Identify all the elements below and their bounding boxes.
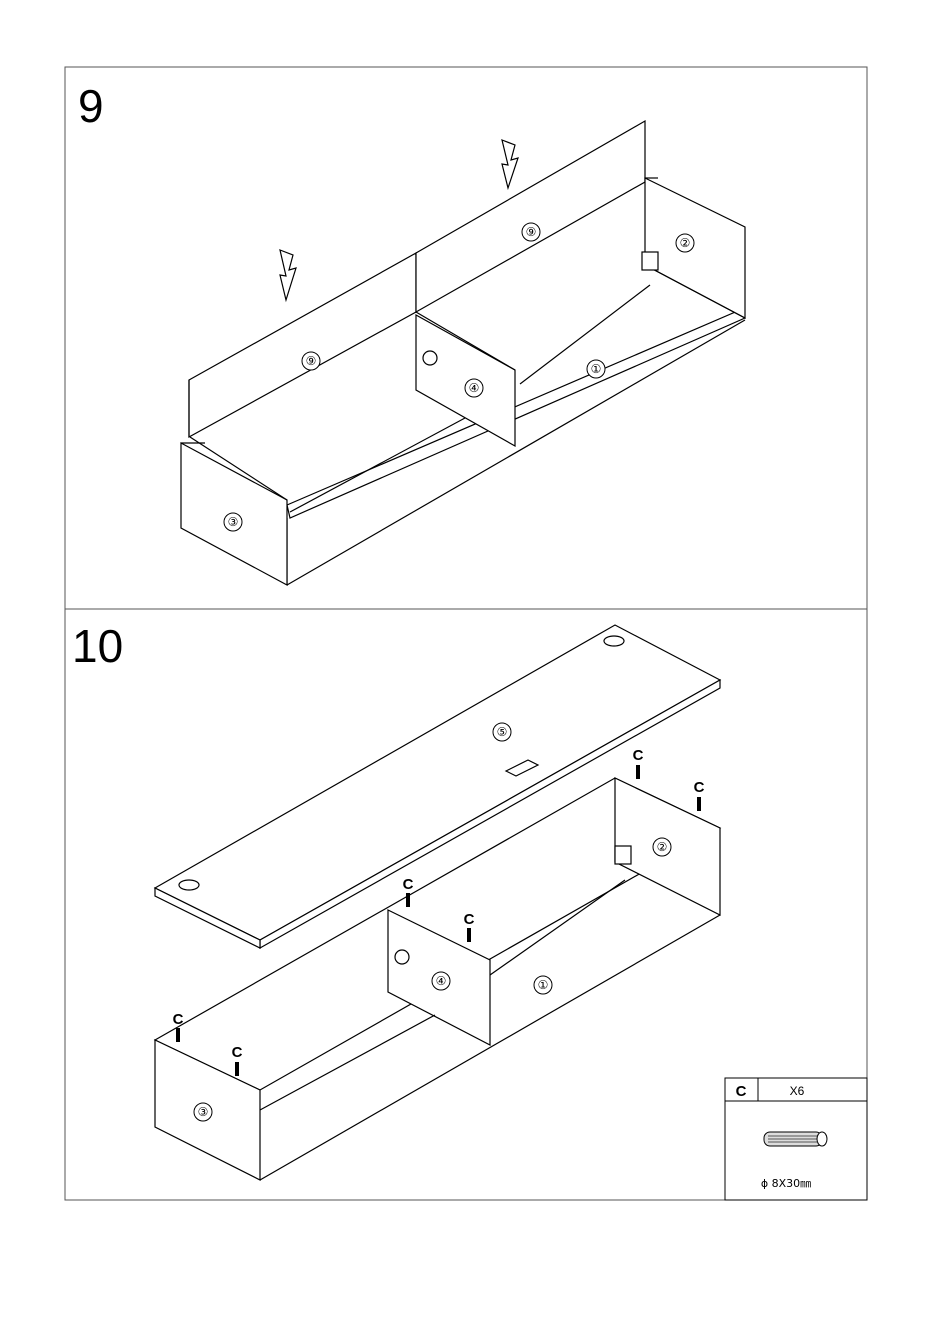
part-label-9-right: ⑨ bbox=[526, 225, 537, 239]
dowel-label: C bbox=[173, 1011, 184, 1028]
step-number: 10 bbox=[72, 620, 123, 672]
dowel-label: C bbox=[232, 1044, 243, 1061]
part-label-3: ③ bbox=[228, 515, 239, 529]
step-10-drawing bbox=[155, 625, 720, 1180]
step-number: 9 bbox=[78, 80, 104, 132]
part-label-1: ① bbox=[591, 362, 602, 376]
part-label-9-left: ⑨ bbox=[306, 354, 317, 368]
dowel-icon bbox=[235, 1062, 239, 1076]
dowel-label: C bbox=[403, 876, 414, 893]
parts-box: C X6 ϕ 8X30㎜ bbox=[725, 1078, 867, 1200]
down-arrow-icon bbox=[280, 250, 296, 300]
dowel-icon bbox=[636, 765, 640, 779]
parts-code: C bbox=[736, 1083, 747, 1100]
step-9-drawing bbox=[181, 121, 745, 585]
top-board bbox=[155, 625, 720, 940]
dowel-icon bbox=[406, 893, 410, 907]
dowel-icon bbox=[176, 1028, 180, 1042]
dowel-icon bbox=[697, 797, 701, 811]
part-label-4: ④ bbox=[436, 974, 447, 988]
part-label-3: ③ bbox=[198, 1105, 209, 1119]
dowel-icon bbox=[467, 928, 471, 942]
part-label-4: ④ bbox=[469, 381, 480, 395]
back-panel-right bbox=[416, 121, 645, 312]
dowel-label: C bbox=[694, 779, 705, 796]
wood-dowel-icon bbox=[764, 1132, 827, 1146]
right-side-panel bbox=[645, 178, 745, 318]
part-label-2: ② bbox=[657, 840, 668, 854]
divider-panel bbox=[416, 315, 515, 446]
parts-quantity: X6 bbox=[790, 1084, 805, 1098]
part-label-5: ⑤ bbox=[497, 725, 508, 739]
step-10-panel: 10 C C C bbox=[72, 620, 720, 1180]
parts-spec: ϕ 8X30㎜ bbox=[761, 1177, 811, 1190]
dowel-label: C bbox=[633, 747, 644, 764]
down-arrow-icon bbox=[502, 140, 518, 188]
part-label-1: ① bbox=[538, 978, 549, 992]
step-9-panel: 9 bbox=[78, 80, 745, 585]
part-label-2: ② bbox=[680, 236, 691, 250]
back-panel-left bbox=[189, 253, 416, 437]
dowel-label: C bbox=[464, 911, 475, 928]
